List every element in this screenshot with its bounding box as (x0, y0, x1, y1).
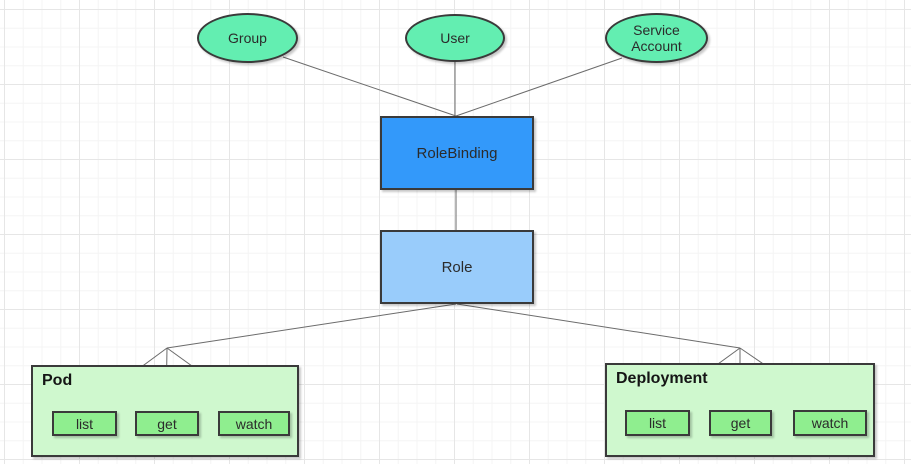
container-deployment-title: Deployment (616, 370, 708, 387)
container-deployment[interactable]: Deployment list get watch (605, 363, 875, 457)
edge-group-rolebinding (282, 56, 457, 117)
verb-box-deployment-get[interactable]: get (709, 410, 772, 436)
node-role-label: Role (441, 258, 473, 276)
verb-label: get (157, 415, 177, 432)
edge-role-deployment (456, 303, 741, 349)
verb-label: list (75, 415, 94, 432)
verb-box-pod-get[interactable]: get (135, 411, 199, 436)
node-service-account[interactable]: Service Account (605, 13, 708, 63)
node-service-account-label: Service Account (631, 21, 682, 54)
node-group[interactable]: Group (197, 13, 298, 63)
verb-box-deployment-list[interactable]: list (625, 410, 690, 436)
node-rolebinding-label: RoleBinding (416, 144, 498, 162)
container-pod-title: Pod (42, 372, 73, 389)
verb-label: get (730, 415, 751, 431)
node-rolebinding[interactable]: RoleBinding (380, 116, 534, 190)
verb-box-pod-watch[interactable]: watch (218, 411, 290, 436)
container-pod[interactable]: Pod list get watch (31, 365, 299, 457)
edge-role-pod (166, 303, 457, 349)
verb-label: watch (811, 415, 849, 431)
verb-label: watch (235, 415, 273, 432)
edge-serviceaccount-rolebinding (455, 57, 623, 117)
node-user[interactable]: User (405, 14, 505, 62)
verb-label: list (648, 415, 667, 431)
node-user-label: User (440, 29, 470, 46)
verb-box-pod-list[interactable]: list (52, 411, 117, 436)
node-group-label: Group (228, 29, 267, 46)
verb-box-deployment-watch[interactable]: watch (793, 410, 867, 436)
node-role[interactable]: Role (380, 230, 534, 304)
